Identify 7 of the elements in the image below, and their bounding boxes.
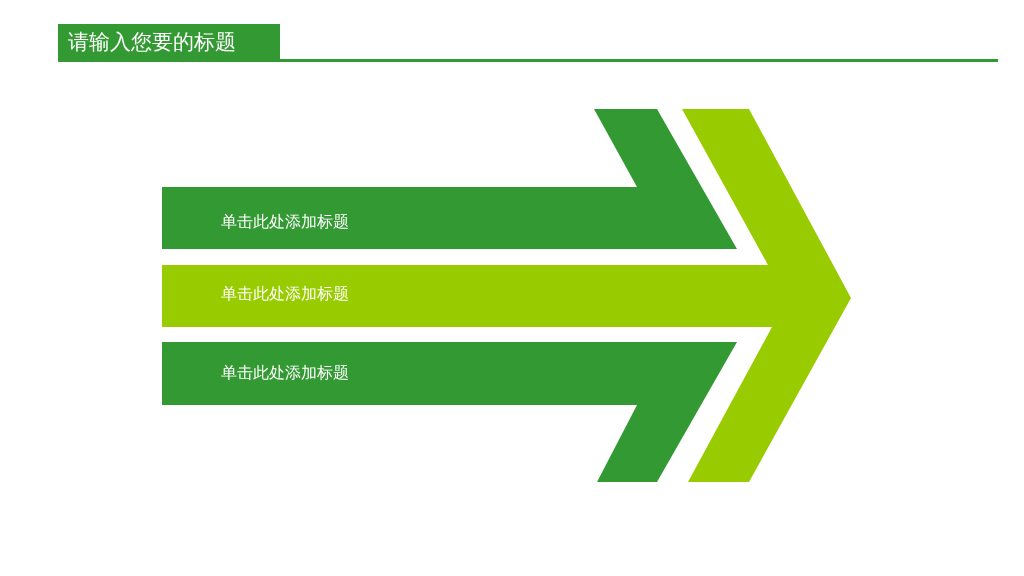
band-label: 单击此处添加标题 [221, 363, 349, 383]
arrow-band [162, 342, 737, 482]
arrow-band [162, 109, 851, 482]
title-banner: 请输入您要的标题 [58, 24, 280, 60]
band-label: 单击此处添加标题 [221, 284, 349, 304]
arrow-band [162, 109, 737, 249]
band-label: 单击此处添加标题 [221, 212, 349, 232]
